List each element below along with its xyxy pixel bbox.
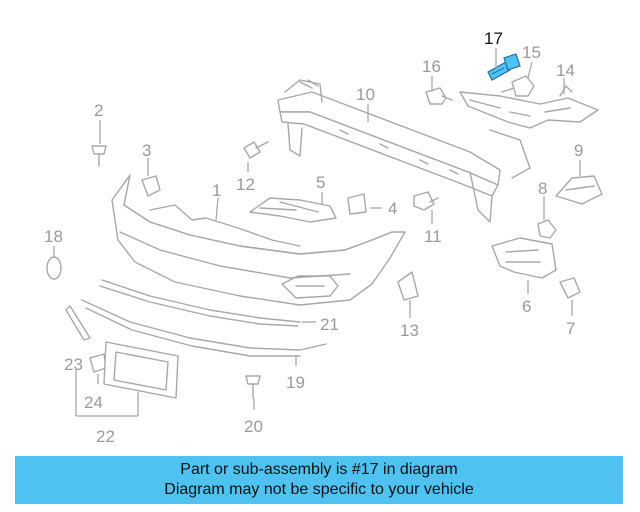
part-clip-3[interactable] [141, 175, 161, 197]
callout-9[interactable]: 9 [574, 141, 583, 160]
part-bracket-6[interactable] [491, 237, 557, 279]
part-screw-2[interactable] [91, 145, 107, 167]
callout-20[interactable]: 20 [244, 417, 263, 436]
part-grille-5[interactable] [249, 197, 337, 223]
part-bolt-20[interactable] [245, 375, 261, 399]
callout-19[interactable]: 19 [286, 373, 305, 392]
callout-5[interactable]: 5 [316, 173, 325, 192]
callout-12[interactable]: 12 [236, 175, 255, 194]
callout-14[interactable]: 14 [556, 61, 575, 80]
part-strip-21[interactable] [99, 279, 301, 327]
callout-21[interactable]: 21 [320, 315, 339, 334]
callout-7[interactable]: 7 [566, 319, 575, 338]
part-panel-13[interactable] [397, 271, 419, 301]
callout-17[interactable]: 17 [484, 29, 503, 48]
callout-22[interactable]: 22 [96, 427, 115, 446]
part-ring-18[interactable] [46, 256, 62, 280]
banner-line-2: Diagram may not be specific to your vehi… [164, 481, 474, 498]
callout-16[interactable]: 16 [422, 57, 441, 76]
callout-3[interactable]: 3 [142, 141, 151, 160]
part-plate-bracket-22[interactable] [103, 341, 179, 399]
part-nut-4[interactable] [347, 193, 367, 215]
callout-8[interactable]: 8 [538, 179, 547, 198]
part-valance-19[interactable] [81, 299, 327, 357]
callout-labels: 1 2 3 4 5 6 7 8 9 10 11 12 13 14 15 16 1… [44, 29, 583, 446]
banner-line-1: Part or sub-assembly is #17 in diagram [180, 461, 458, 478]
part-clip-16[interactable] [425, 87, 453, 105]
info-banner: Part or sub-assembly is #17 in diagram D… [15, 456, 623, 504]
part-bolt-17[interactable] [487, 53, 521, 81]
part-trim-23[interactable] [65, 305, 91, 341]
callout-15[interactable]: 15 [522, 43, 541, 62]
leader-lines [53, 48, 581, 417]
callout-10[interactable]: 10 [356, 85, 375, 104]
callout-2[interactable]: 2 [94, 101, 103, 120]
callout-11[interactable]: 11 [424, 227, 442, 246]
part-bolt-15[interactable] [501, 75, 535, 97]
part-clip-11[interactable] [413, 191, 439, 211]
part-impact-bar[interactable] [277, 79, 531, 223]
part-clip-24[interactable] [89, 353, 107, 373]
callout-1[interactable]: 1 [212, 181, 221, 200]
part-bolt-7[interactable] [559, 277, 581, 299]
callout-24[interactable]: 24 [84, 393, 103, 412]
callout-23[interactable]: 23 [64, 355, 83, 374]
part-cap-9[interactable] [555, 175, 603, 205]
parts-diagram: 1 2 3 4 5 6 7 8 9 10 11 12 13 14 15 16 1… [44, 29, 603, 446]
callout-13[interactable]: 13 [400, 321, 419, 340]
part-bumper-cover[interactable] [111, 174, 406, 306]
callout-18[interactable]: 18 [44, 227, 63, 246]
callout-4[interactable]: 4 [388, 199, 397, 218]
part-screw-12[interactable] [243, 141, 269, 159]
part-bracket-14[interactable] [459, 85, 599, 129]
callout-6[interactable]: 6 [522, 297, 531, 316]
part-clip-8[interactable] [537, 219, 557, 239]
